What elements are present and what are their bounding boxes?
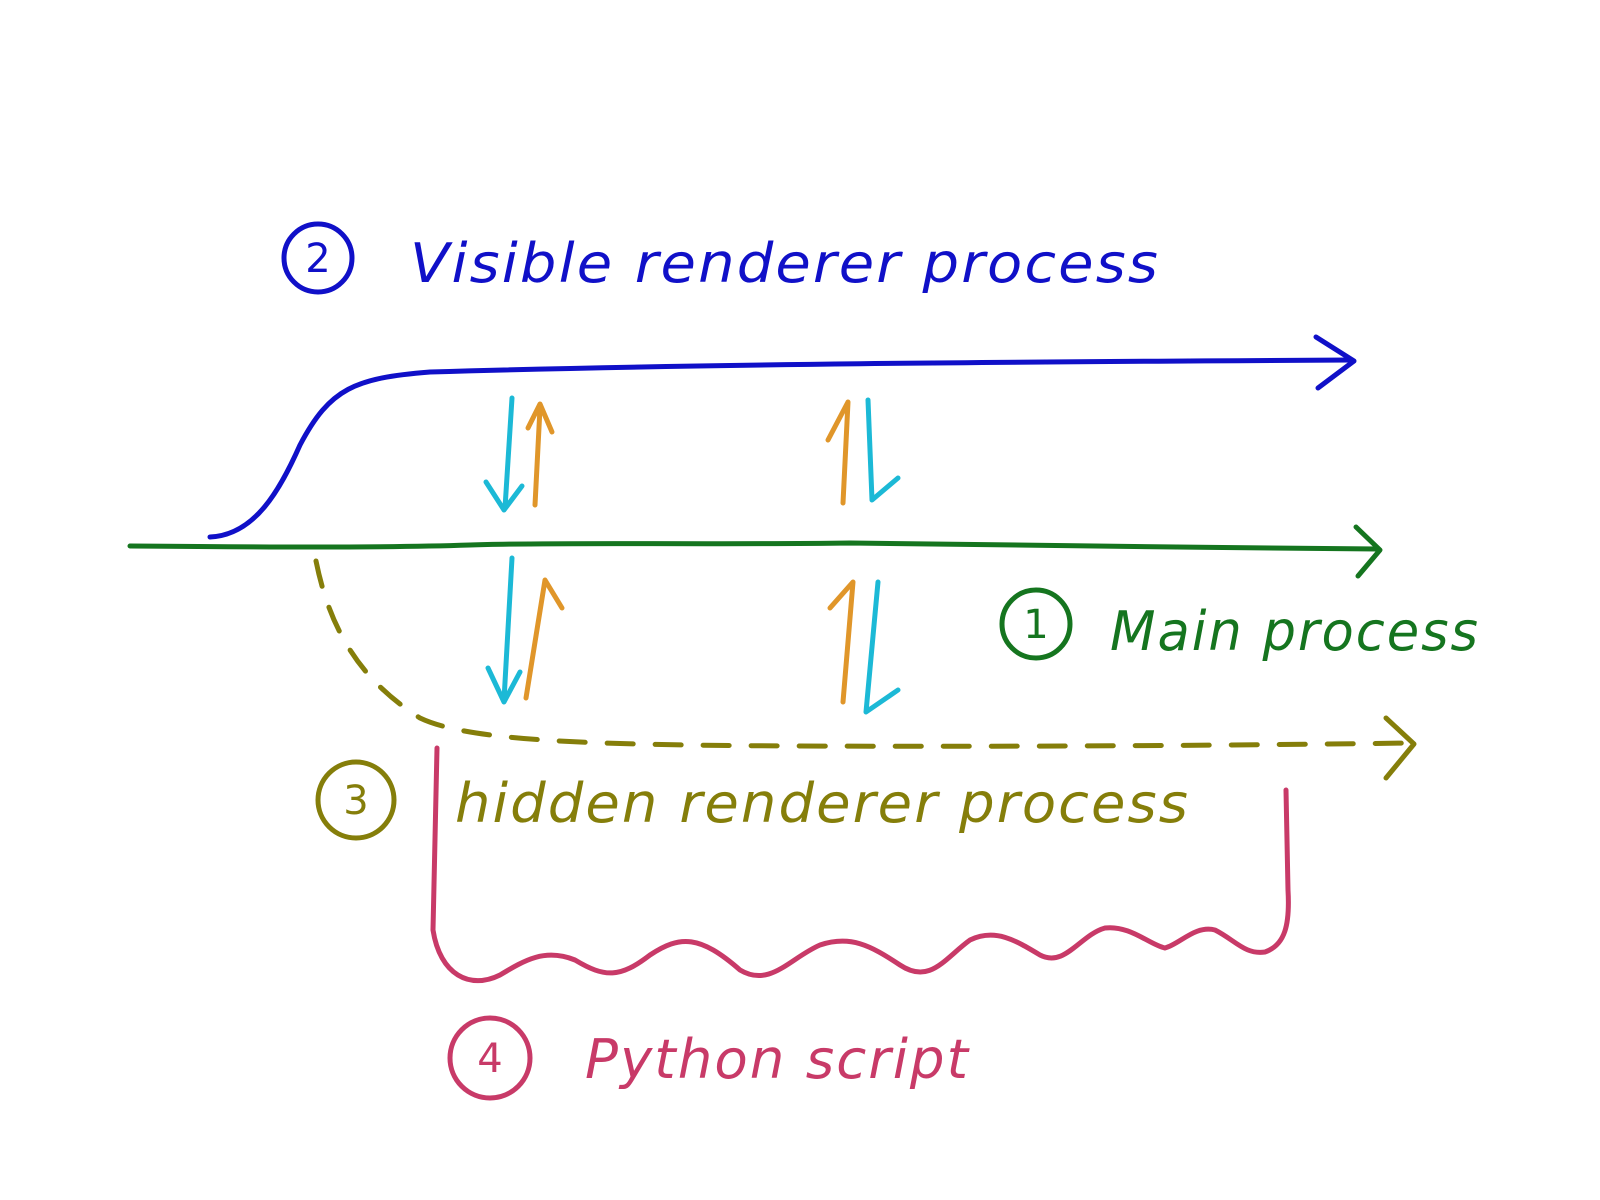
- up-message-arrow: [825, 399, 851, 506]
- down-message-arrow: [865, 397, 901, 503]
- number-badge-circle: [999, 587, 1073, 661]
- process-label: hidden renderer process: [455, 772, 1190, 835]
- down-message-arrow: [863, 579, 901, 715]
- main-process-arrowhead: [1353, 524, 1383, 579]
- messages-visible-main-2: [825, 397, 901, 506]
- messages-main-hidden-2: [827, 579, 901, 715]
- main-process-line: [127, 540, 1381, 552]
- messages-visible-main-1: [483, 395, 555, 513]
- visible-renderer-arrowhead: [1313, 334, 1357, 391]
- number-badge: 2: [305, 236, 330, 282]
- visible-renderer-timeline: [207, 334, 1357, 540]
- up-message-arrow: [523, 577, 565, 701]
- up-message-arrow: [525, 401, 555, 508]
- visible-renderer-label: 2 Visible renderer process: [281, 221, 1160, 295]
- number-badge: 4: [477, 1036, 502, 1082]
- hidden-renderer-arrowhead: [1383, 715, 1417, 781]
- number-badge: 1: [1023, 602, 1048, 648]
- main-process-timeline: [127, 524, 1383, 579]
- down-message-arrow: [485, 555, 523, 705]
- process-label: Main process: [1110, 600, 1480, 663]
- python-script-bracket: [430, 745, 1291, 984]
- messages-main-hidden-1: [485, 555, 565, 705]
- python-script-label: 4 Python script: [447, 1015, 970, 1101]
- number-badge: 3: [343, 778, 368, 824]
- down-message-arrow: [483, 395, 525, 513]
- main-process-label: 1 Main process: [999, 587, 1480, 663]
- process-label: Python script: [585, 1028, 970, 1091]
- python-script-wave: [430, 745, 1291, 984]
- number-badge-circle: [315, 759, 397, 841]
- process-label: Visible renderer process: [410, 232, 1160, 295]
- hidden-renderer-label: 3 hidden renderer process: [315, 759, 1190, 841]
- number-badge-circle: [281, 221, 355, 295]
- hidden-renderer-timeline: [313, 558, 1417, 781]
- number-badge-circle: [447, 1015, 533, 1101]
- up-message-arrow: [827, 579, 856, 705]
- hidden-renderer-line: [313, 558, 1415, 749]
- visible-renderer-line: [207, 357, 1355, 540]
